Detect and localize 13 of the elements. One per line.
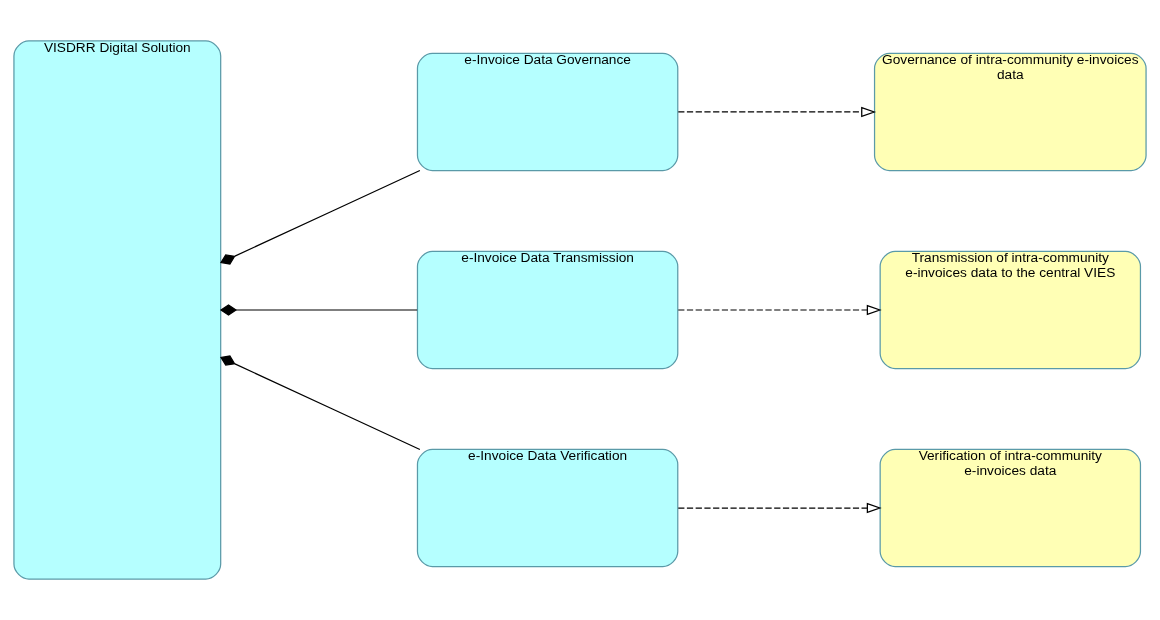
connector [220,169,421,265]
node-box: Verification of intra-community e-invoices data [879,448,1142,568]
node-box: Transmission of intra-community e-invoices data to the central VIES [879,250,1142,370]
arrow [677,502,882,514]
arrow [677,106,877,118]
arrow [677,304,882,316]
node-box: Governance of intra-community e-invoices data [873,52,1147,172]
node-box: VISDRR Digital Solution [13,40,222,580]
node-box: e-Invoice Data Transmission [416,250,679,370]
connector [219,304,418,316]
connector [220,355,421,451]
node-box: e-Invoice Data Governance [416,52,679,172]
node-box: e-Invoice Data Verification [416,448,679,568]
